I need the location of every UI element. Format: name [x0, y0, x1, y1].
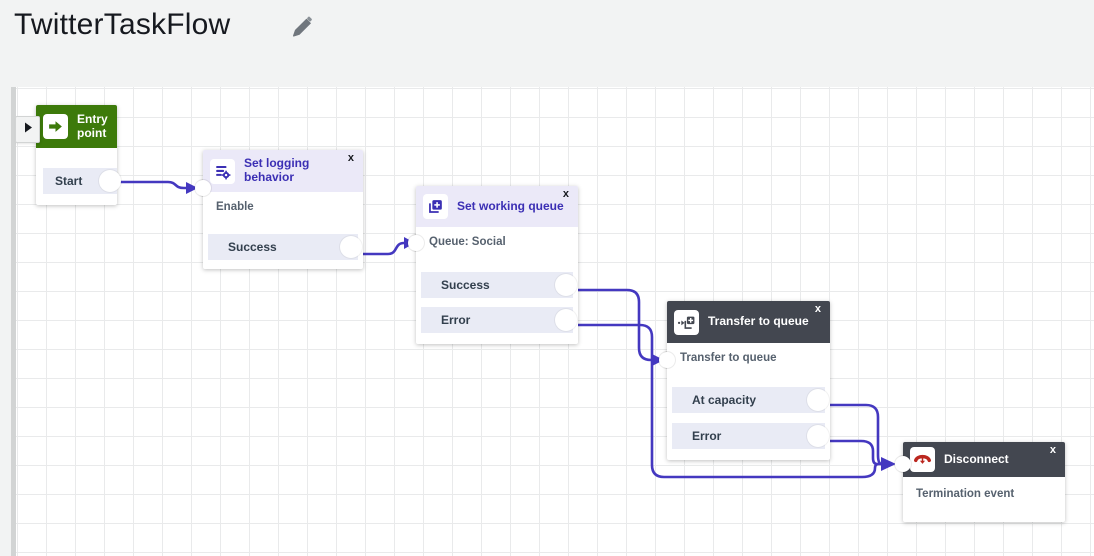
block-title: Set logging behavior [244, 156, 310, 184]
block-set-logging-behavior[interactable]: Set logging behavior x Enable Success [195, 150, 363, 269]
block-entry-point[interactable]: Entry point Start [36, 105, 121, 205]
block-parameter: Transfer to queue [680, 352, 777, 364]
output-row-start: Start [43, 168, 121, 194]
flow-canvas[interactable]: Entry point Start [0, 87, 1094, 556]
arrowhead [186, 182, 198, 194]
output-row-at-capacity: At capacity [672, 387, 829, 413]
close-icon[interactable]: x [1049, 444, 1056, 456]
close-icon[interactable]: x [562, 188, 569, 200]
block-parameter: Enable [216, 201, 254, 213]
output-label: Error [441, 313, 471, 327]
output-port[interactable] [340, 236, 362, 258]
wire-atcapacity-to-disconnect [817, 403, 882, 466]
output-label: Error [692, 429, 722, 443]
block-disconnect[interactable]: Disconnect x Termination event [895, 442, 1065, 522]
chevron-right-icon [22, 121, 34, 139]
pencil-icon [290, 16, 316, 44]
output-row-error: Error [672, 423, 829, 449]
output-port[interactable] [807, 425, 829, 447]
output-port[interactable] [99, 170, 121, 192]
block-parameter: Queue: Social [429, 236, 506, 248]
entry-arrow-icon [43, 114, 68, 139]
logging-icon [210, 158, 235, 184]
output-label: Success [441, 278, 490, 292]
close-icon[interactable]: x [814, 303, 821, 315]
edit-title-button[interactable] [289, 15, 317, 43]
expand-panel-button[interactable] [15, 116, 40, 143]
block-header: Transfer to queue x [667, 301, 830, 343]
block-header: Entry point [36, 105, 117, 148]
block-title: Transfer to queue [708, 314, 809, 329]
phone-hangup-icon [910, 447, 935, 472]
output-port[interactable] [555, 274, 577, 296]
block-title: Entry point [77, 111, 108, 140]
input-port[interactable] [659, 352, 675, 368]
queue-plus-icon [423, 194, 448, 219]
output-label: At capacity [692, 393, 757, 407]
output-label: Start [55, 174, 83, 188]
input-port[interactable] [895, 456, 911, 472]
block-title: Set working queue [457, 198, 564, 213]
block-header: Disconnect x [903, 442, 1065, 477]
block-title: Disconnect [944, 451, 1009, 466]
output-row-success: Success [421, 272, 577, 298]
output-row-success: Success [208, 234, 362, 260]
output-label: Success [228, 240, 277, 254]
arrowhead [652, 354, 664, 366]
output-port[interactable] [555, 309, 577, 331]
input-port[interactable] [195, 180, 211, 196]
arrowhead [881, 457, 896, 471]
close-icon[interactable]: x [347, 152, 354, 164]
top-bar: TwitterTaskFlow [0, 0, 1094, 87]
wire-start-to-logging [105, 180, 186, 190]
page-title: TwitterTaskFlow [14, 8, 231, 41]
block-transfer-to-queue[interactable]: Transfer to queue x Transfer to queue At… [659, 301, 830, 460]
wire-wq-error-to-disconnect [566, 323, 881, 479]
wire-transfer-error-to-disconnect [817, 439, 881, 466]
block-parameter: Termination event [916, 488, 1015, 500]
input-port[interactable] [408, 235, 424, 251]
output-row-error: Error [421, 307, 577, 333]
block-header: Set logging behavior x [203, 150, 363, 192]
output-port[interactable] [807, 389, 829, 411]
transfer-queue-icon [674, 309, 699, 335]
panel-divider [11, 87, 16, 556]
block-header: Set working queue x [416, 186, 578, 227]
block-set-working-queue[interactable]: Set working queue x Queue: Social Succes… [408, 186, 578, 344]
wire-logging-success-to-wq [350, 241, 405, 256]
